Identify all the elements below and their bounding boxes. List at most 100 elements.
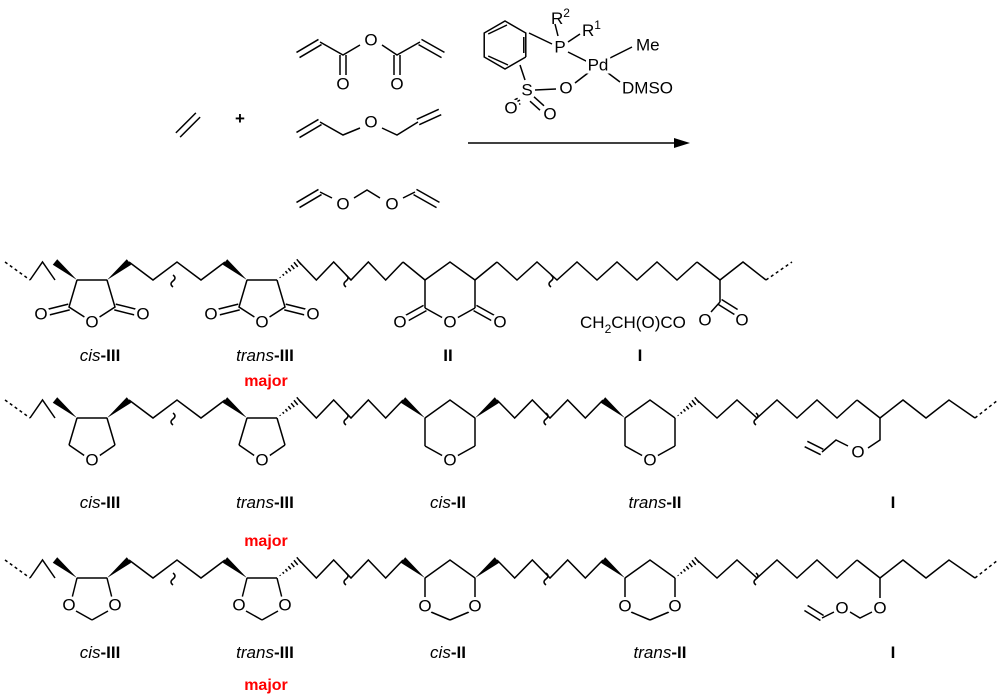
bond	[710, 301, 721, 313]
bond	[408, 309, 427, 322]
bond	[219, 309, 240, 316]
bond	[677, 574, 680, 577]
bond	[48, 303, 69, 310]
bond	[456, 445, 476, 457]
bond	[529, 100, 541, 111]
bond	[299, 193, 322, 209]
bond	[534, 88, 557, 91]
bond	[473, 309, 492, 322]
bond	[856, 559, 976, 579]
unit-label: cis-III	[80, 493, 121, 512]
wedge-bond	[222, 259, 247, 280]
bond	[456, 307, 476, 319]
bond	[29, 558, 56, 579]
bond	[519, 64, 526, 81]
plus-sign: +	[235, 109, 245, 128]
bond	[268, 444, 286, 457]
bond	[416, 188, 440, 204]
row3-labels: cis-III trans-III cis-II trans-II I majo…	[80, 643, 896, 694]
chain-break	[548, 274, 554, 288]
methyl-label: Me	[636, 36, 660, 55]
bond	[402, 261, 498, 281]
bond	[284, 408, 288, 412]
bond	[554, 23, 559, 37]
oxygen-atom: O	[835, 599, 848, 618]
bond	[691, 559, 697, 566]
bond	[299, 123, 322, 139]
bond	[279, 414, 282, 417]
bond	[496, 260, 698, 282]
oxygen-atom: O	[306, 305, 319, 324]
bond	[381, 41, 421, 56]
bond	[175, 112, 197, 134]
bond	[298, 558, 404, 580]
bond	[75, 610, 93, 621]
unit-label: cis-III	[80, 643, 121, 662]
oxygen-atom: O	[232, 596, 245, 615]
sulfur-label: S	[521, 81, 532, 100]
oxygen-atom: O	[393, 313, 406, 332]
oxygen-atom: O	[336, 75, 349, 94]
unit-label: cis-II	[430, 643, 466, 662]
wedge-bond	[52, 259, 77, 280]
oxygen-atom: O	[255, 313, 268, 332]
bond	[430, 611, 451, 621]
bond	[238, 417, 248, 446]
unit-label: trans-III	[236, 346, 294, 365]
bond	[128, 559, 226, 579]
bond	[721, 298, 738, 311]
bond	[128, 261, 226, 281]
bond	[276, 417, 286, 446]
bond	[128, 399, 226, 419]
bond	[677, 414, 680, 417]
bond	[279, 276, 282, 279]
bond	[29, 398, 56, 419]
bond	[656, 445, 676, 457]
bond	[218, 303, 239, 310]
bond	[421, 38, 445, 54]
bond	[296, 118, 319, 134]
bond	[974, 559, 999, 579]
bond	[68, 444, 86, 457]
bond	[804, 609, 821, 622]
bond	[282, 273, 285, 277]
bond	[567, 51, 589, 63]
wedge-bond	[107, 259, 132, 280]
bond	[413, 193, 437, 209]
oxygen-atom: O	[385, 195, 398, 214]
bond	[607, 72, 621, 83]
bond	[682, 568, 686, 572]
wedge-bond	[400, 557, 425, 578]
bond	[609, 46, 633, 59]
bond	[293, 559, 299, 566]
palladium-label: Pd	[588, 56, 609, 75]
bond	[867, 418, 881, 449]
bond	[4, 399, 31, 419]
bond	[685, 405, 690, 410]
unit-label: cis-III	[80, 346, 121, 365]
bond	[496, 558, 604, 580]
bond	[285, 303, 306, 310]
bond	[238, 444, 256, 457]
chain-break	[170, 274, 176, 288]
oxygen-atom: O	[108, 596, 121, 615]
bond	[821, 611, 835, 619]
bond	[287, 565, 292, 570]
unit-label: I	[891, 643, 896, 662]
oxygen-atom: O	[468, 597, 481, 616]
bond	[807, 440, 824, 450]
oxygen-atom: O	[364, 31, 377, 50]
unit-label: trans-III	[236, 493, 294, 512]
bond	[4, 261, 31, 281]
bond	[319, 191, 333, 199]
chain-break	[543, 572, 549, 586]
wedge-bond	[107, 557, 132, 578]
major-label: major	[244, 533, 288, 550]
bond	[424, 399, 476, 419]
bond	[298, 398, 404, 420]
oxygen-atom: O	[85, 451, 98, 470]
wedge-bond	[600, 557, 625, 578]
oxygen-atom: O	[390, 75, 403, 94]
bond	[287, 405, 292, 410]
